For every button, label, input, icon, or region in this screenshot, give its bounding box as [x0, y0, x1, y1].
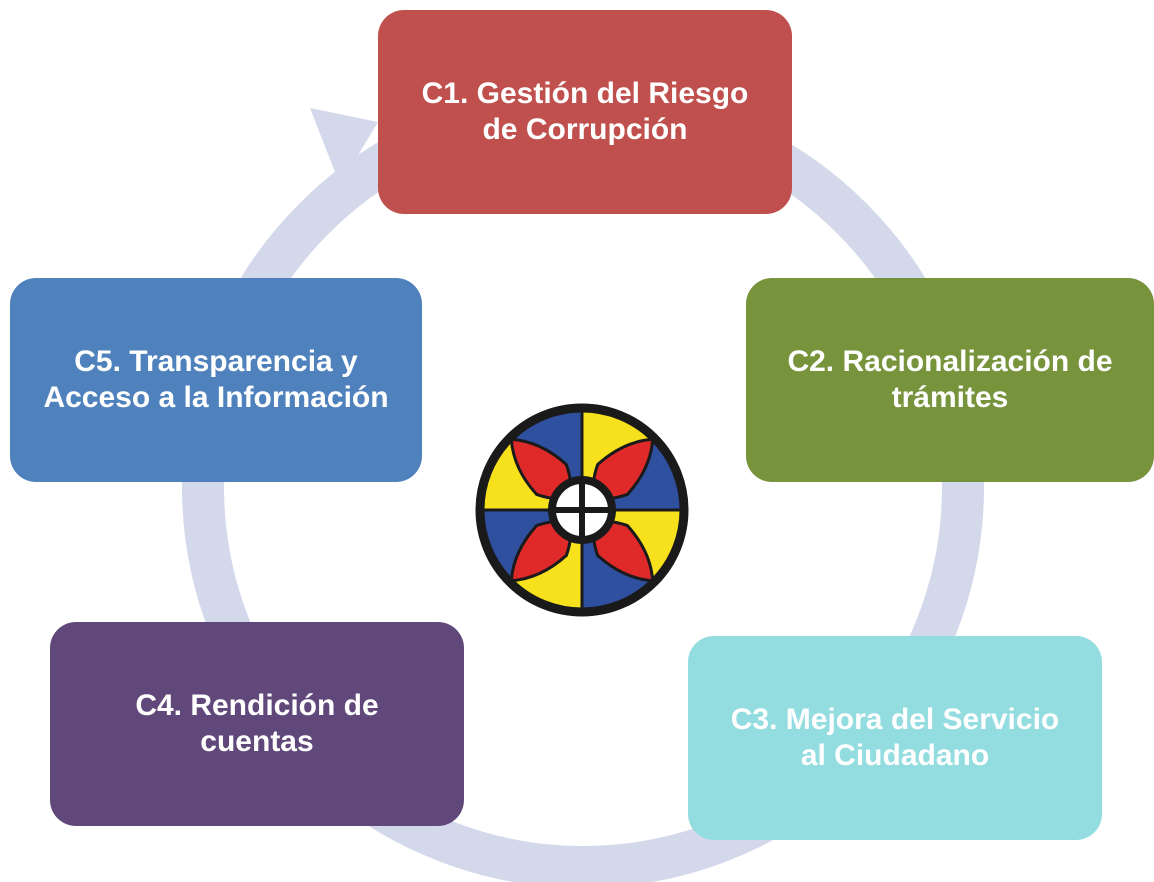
component-c1-line-2: de Corrupción [482, 113, 688, 146]
institutional-emblem [475, 403, 689, 617]
component-c2-line-1: C2. Racionalización de [787, 345, 1113, 378]
component-c3-line-2: al Ciudadano [800, 739, 990, 772]
emblem-outer-ring [475, 403, 689, 617]
component-c4-line-2: cuentas [200, 725, 314, 758]
component-c5-line-2: Acceso a la Información [43, 381, 389, 414]
cycle-arrowhead [310, 108, 378, 185]
component-c5-line-1: C5. Transparencia y [74, 345, 358, 378]
component-c5-box: C5. Transparencia y Acceso a la Informac… [10, 278, 422, 482]
component-c1-box: C1. Gestión del Riesgo de Corrupción [378, 10, 792, 214]
component-c2-line-2: trámites [891, 381, 1009, 414]
component-c4-line-1: C4. Rendición de [135, 689, 379, 722]
component-c1-line-1: C1. Gestión del Riesgo [421, 77, 749, 110]
component-c3-box: C3. Mejora del Servicio al Ciudadano [688, 636, 1102, 840]
component-c2-box: C2. Racionalización de trámites [746, 278, 1154, 482]
component-c3-line-1: C3. Mejora del Servicio [730, 703, 1060, 736]
component-c4-box: C4. Rendición de cuentas [50, 622, 464, 826]
